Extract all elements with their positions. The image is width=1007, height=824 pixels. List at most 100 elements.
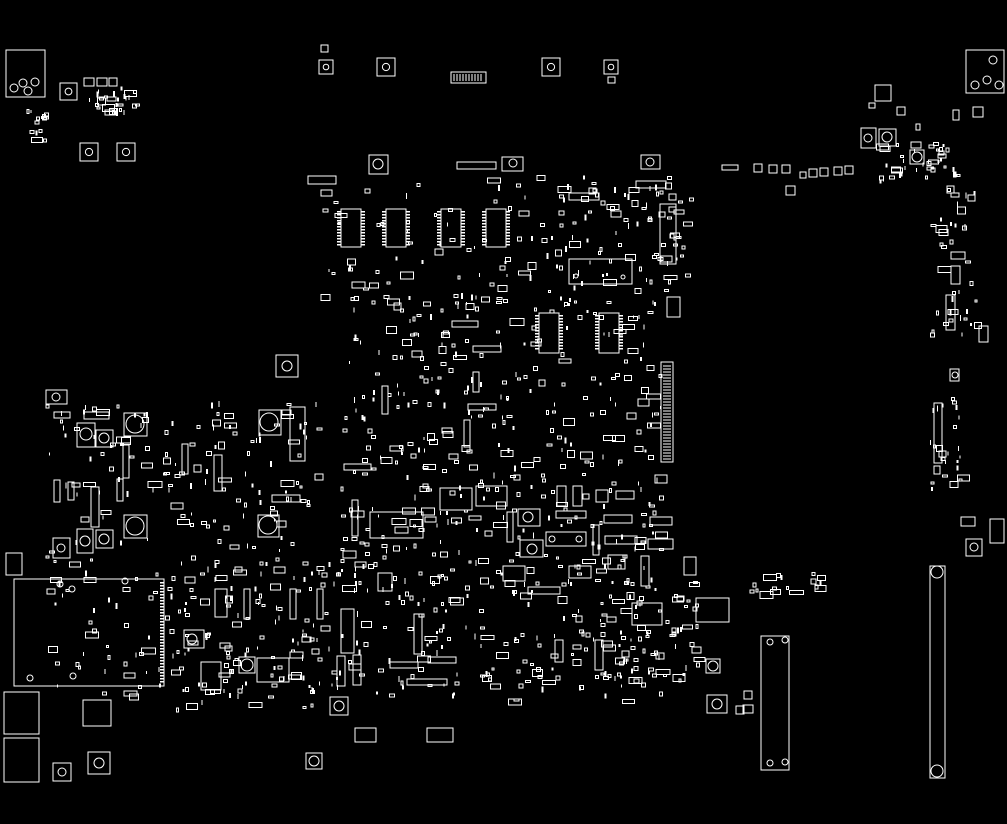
pad	[559, 342, 563, 344]
smd-component	[226, 651, 231, 656]
pad	[652, 300, 654, 305]
smd-component	[371, 467, 377, 471]
smd-component	[217, 539, 222, 545]
smd-component	[652, 673, 658, 678]
smd-component	[640, 540, 646, 544]
smd-component	[382, 555, 387, 560]
smd-component	[391, 518, 407, 526]
pad	[184, 652, 186, 656]
pad	[85, 404, 87, 410]
smd-component	[342, 428, 348, 433]
mounting-hole	[766, 638, 774, 646]
smd-component	[404, 591, 409, 597]
pad	[354, 334, 357, 341]
pad	[567, 303, 570, 307]
smd-component	[376, 223, 381, 228]
pad	[357, 611, 359, 618]
mounting-hole	[281, 360, 293, 372]
smd-component	[665, 620, 670, 625]
pad	[102, 515, 104, 520]
smd-component	[641, 682, 647, 688]
pad	[160, 582, 164, 584]
smd-component	[45, 404, 50, 409]
component-outline	[76, 528, 94, 554]
pad	[439, 242, 442, 247]
smd-component	[117, 103, 124, 107]
smd-component	[479, 479, 483, 484]
mounting-hole	[18, 78, 28, 88]
mounting-pad	[376, 57, 396, 77]
smd-component	[524, 679, 531, 683]
smd-component	[503, 298, 509, 303]
pad	[535, 348, 539, 350]
component-outline	[945, 294, 956, 331]
smd-component	[557, 596, 568, 605]
pad	[273, 518, 275, 522]
pad	[418, 332, 420, 337]
component-outline	[640, 555, 650, 587]
mounting-pad	[541, 57, 561, 77]
smd-component	[406, 220, 411, 225]
smd-component	[317, 657, 323, 662]
pad	[453, 692, 456, 696]
smd-component	[620, 607, 633, 614]
smd-component	[537, 338, 543, 343]
smd-component	[36, 116, 41, 121]
pad	[184, 602, 187, 606]
pad	[524, 581, 526, 587]
smd-component	[389, 445, 404, 452]
smd-component	[619, 333, 623, 338]
smd-component	[83, 482, 97, 488]
pad	[97, 89, 99, 94]
smd-component	[96, 106, 101, 110]
smd-component	[942, 474, 949, 478]
smd-component	[663, 289, 669, 293]
pad	[160, 654, 164, 656]
pad	[535, 342, 539, 344]
smd-component	[176, 650, 180, 655]
smd-component	[351, 537, 358, 542]
smd-component	[309, 637, 315, 642]
smd-component	[479, 353, 484, 359]
pad	[965, 308, 968, 314]
pad	[382, 244, 386, 246]
smd-component	[602, 557, 612, 565]
smd-component	[568, 240, 581, 248]
pad	[361, 229, 365, 231]
pad	[223, 688, 225, 693]
smd-component	[234, 566, 243, 573]
smd-component	[297, 453, 302, 458]
smd-component	[520, 632, 525, 637]
smd-component	[340, 559, 345, 564]
mounting-hole	[982, 75, 992, 85]
pad	[58, 580, 61, 587]
pad	[595, 330, 599, 332]
smd-component	[106, 96, 117, 102]
smd-component	[184, 634, 189, 638]
component-outline	[615, 490, 635, 500]
component-outline	[257, 514, 280, 538]
smd-component	[817, 575, 827, 582]
smd-component	[789, 590, 805, 596]
pad	[82, 409, 85, 415]
pad	[256, 438, 258, 444]
pad	[158, 667, 160, 673]
ic-package	[369, 511, 424, 539]
smd-component	[478, 414, 484, 418]
smd-component	[616, 672, 621, 677]
smd-component	[623, 658, 629, 662]
smd-component	[534, 307, 538, 312]
smd-component	[673, 593, 678, 598]
smd-component	[633, 666, 639, 672]
smd-component	[464, 338, 469, 343]
smd-component	[516, 669, 521, 674]
pad	[406, 244, 410, 246]
smd-component	[418, 613, 425, 618]
component-outline	[768, 164, 778, 174]
smd-component	[660, 242, 666, 247]
pad	[482, 235, 486, 237]
smd-component	[932, 141, 939, 146]
smd-component	[413, 543, 417, 549]
smd-component	[645, 585, 651, 589]
smd-component	[392, 354, 398, 360]
